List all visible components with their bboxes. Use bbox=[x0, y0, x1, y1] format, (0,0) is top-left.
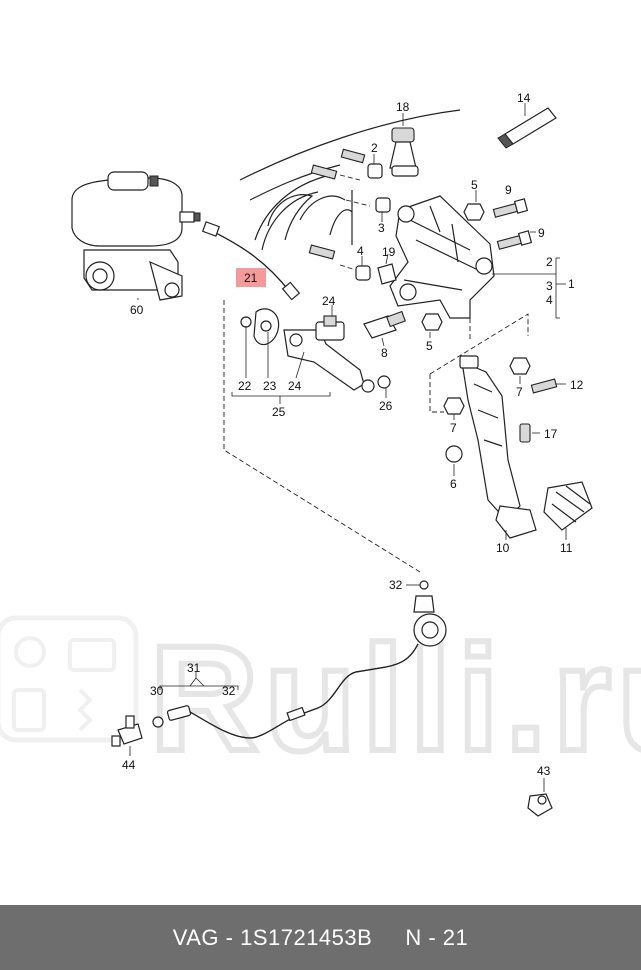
callout-32-top: 32 bbox=[389, 578, 403, 592]
callout-3-bracket: 3 bbox=[546, 279, 553, 293]
brake-master-cylinder bbox=[71, 171, 201, 301]
bushings bbox=[308, 148, 391, 281]
callout-5-upper: 5 bbox=[471, 178, 478, 192]
watermark-logo-icon bbox=[0, 615, 139, 743]
pedal-bracket bbox=[389, 195, 566, 319]
callout-32-bottom: 32 bbox=[222, 684, 236, 698]
callout-44: 44 bbox=[122, 758, 136, 772]
callout-60: 60 bbox=[130, 303, 144, 317]
callout-5-lower: 5 bbox=[426, 339, 433, 353]
callout-24-top: 24 bbox=[322, 294, 336, 308]
callout-3-bushing: 3 bbox=[378, 221, 385, 235]
callout-2-bracket: 2 bbox=[546, 255, 553, 269]
callout-24-bottom: 24 bbox=[288, 379, 302, 393]
master-cylinder-clutch bbox=[231, 305, 391, 404]
callout-17: 17 bbox=[544, 427, 558, 441]
clutch-pedal bbox=[443, 355, 593, 540]
callout-11: 11 bbox=[560, 541, 573, 555]
part-number-footer: VAG - 1S1721453B N - 21 bbox=[0, 905, 641, 970]
callout-9-upper: 9 bbox=[505, 183, 512, 197]
callout-19: 19 bbox=[382, 245, 396, 259]
callout-4-bushing: 4 bbox=[357, 244, 364, 258]
body-panel-outline bbox=[239, 109, 461, 251]
footer-part-number: VAG - 1S1721453B N - 21 bbox=[172, 924, 469, 950]
callout-labels: 1 2 2 3 3 4 4 5 5 6 7 7 8 9 9 10 11 12 1… bbox=[122, 91, 584, 778]
highlight-box bbox=[236, 268, 266, 287]
callout-21-highlighted: 21 bbox=[244, 271, 258, 285]
grease-tube bbox=[497, 103, 557, 149]
callout-9-lower: 9 bbox=[538, 226, 545, 240]
clutch-line-assembly bbox=[111, 580, 553, 817]
callout-22: 22 bbox=[238, 379, 252, 393]
fasteners-upper bbox=[421, 190, 536, 338]
callout-1: 1 bbox=[568, 277, 575, 291]
watermark: Rulli.ru bbox=[0, 611, 641, 785]
callout-31: 31 bbox=[187, 661, 201, 675]
callout-2-bushing: 2 bbox=[371, 141, 378, 155]
clip-and-pin bbox=[363, 253, 406, 347]
callout-12: 12 bbox=[570, 378, 584, 392]
callout-43: 43 bbox=[537, 764, 551, 778]
callout-18: 18 bbox=[396, 100, 410, 114]
callout-14: 14 bbox=[517, 91, 531, 105]
callout-7-right: 7 bbox=[516, 385, 523, 399]
callout-8: 8 bbox=[381, 346, 388, 360]
clutch-hose bbox=[201, 221, 301, 301]
callout-23: 23 bbox=[263, 379, 277, 393]
spring-retainer bbox=[389, 113, 419, 177]
dashed-guides bbox=[223, 174, 529, 573]
callout-7-left: 7 bbox=[450, 421, 457, 435]
callout-30: 30 bbox=[150, 684, 164, 698]
watermark-text: Rulli.ru bbox=[150, 614, 641, 782]
callout-25: 25 bbox=[272, 405, 286, 419]
exploded-parts-diagram: Rulli.ru bbox=[0, 91, 641, 817]
callout-10: 10 bbox=[496, 541, 510, 555]
callout-4-bracket: 4 bbox=[546, 293, 553, 307]
callout-6: 6 bbox=[450, 477, 457, 491]
callout-26: 26 bbox=[379, 399, 393, 413]
